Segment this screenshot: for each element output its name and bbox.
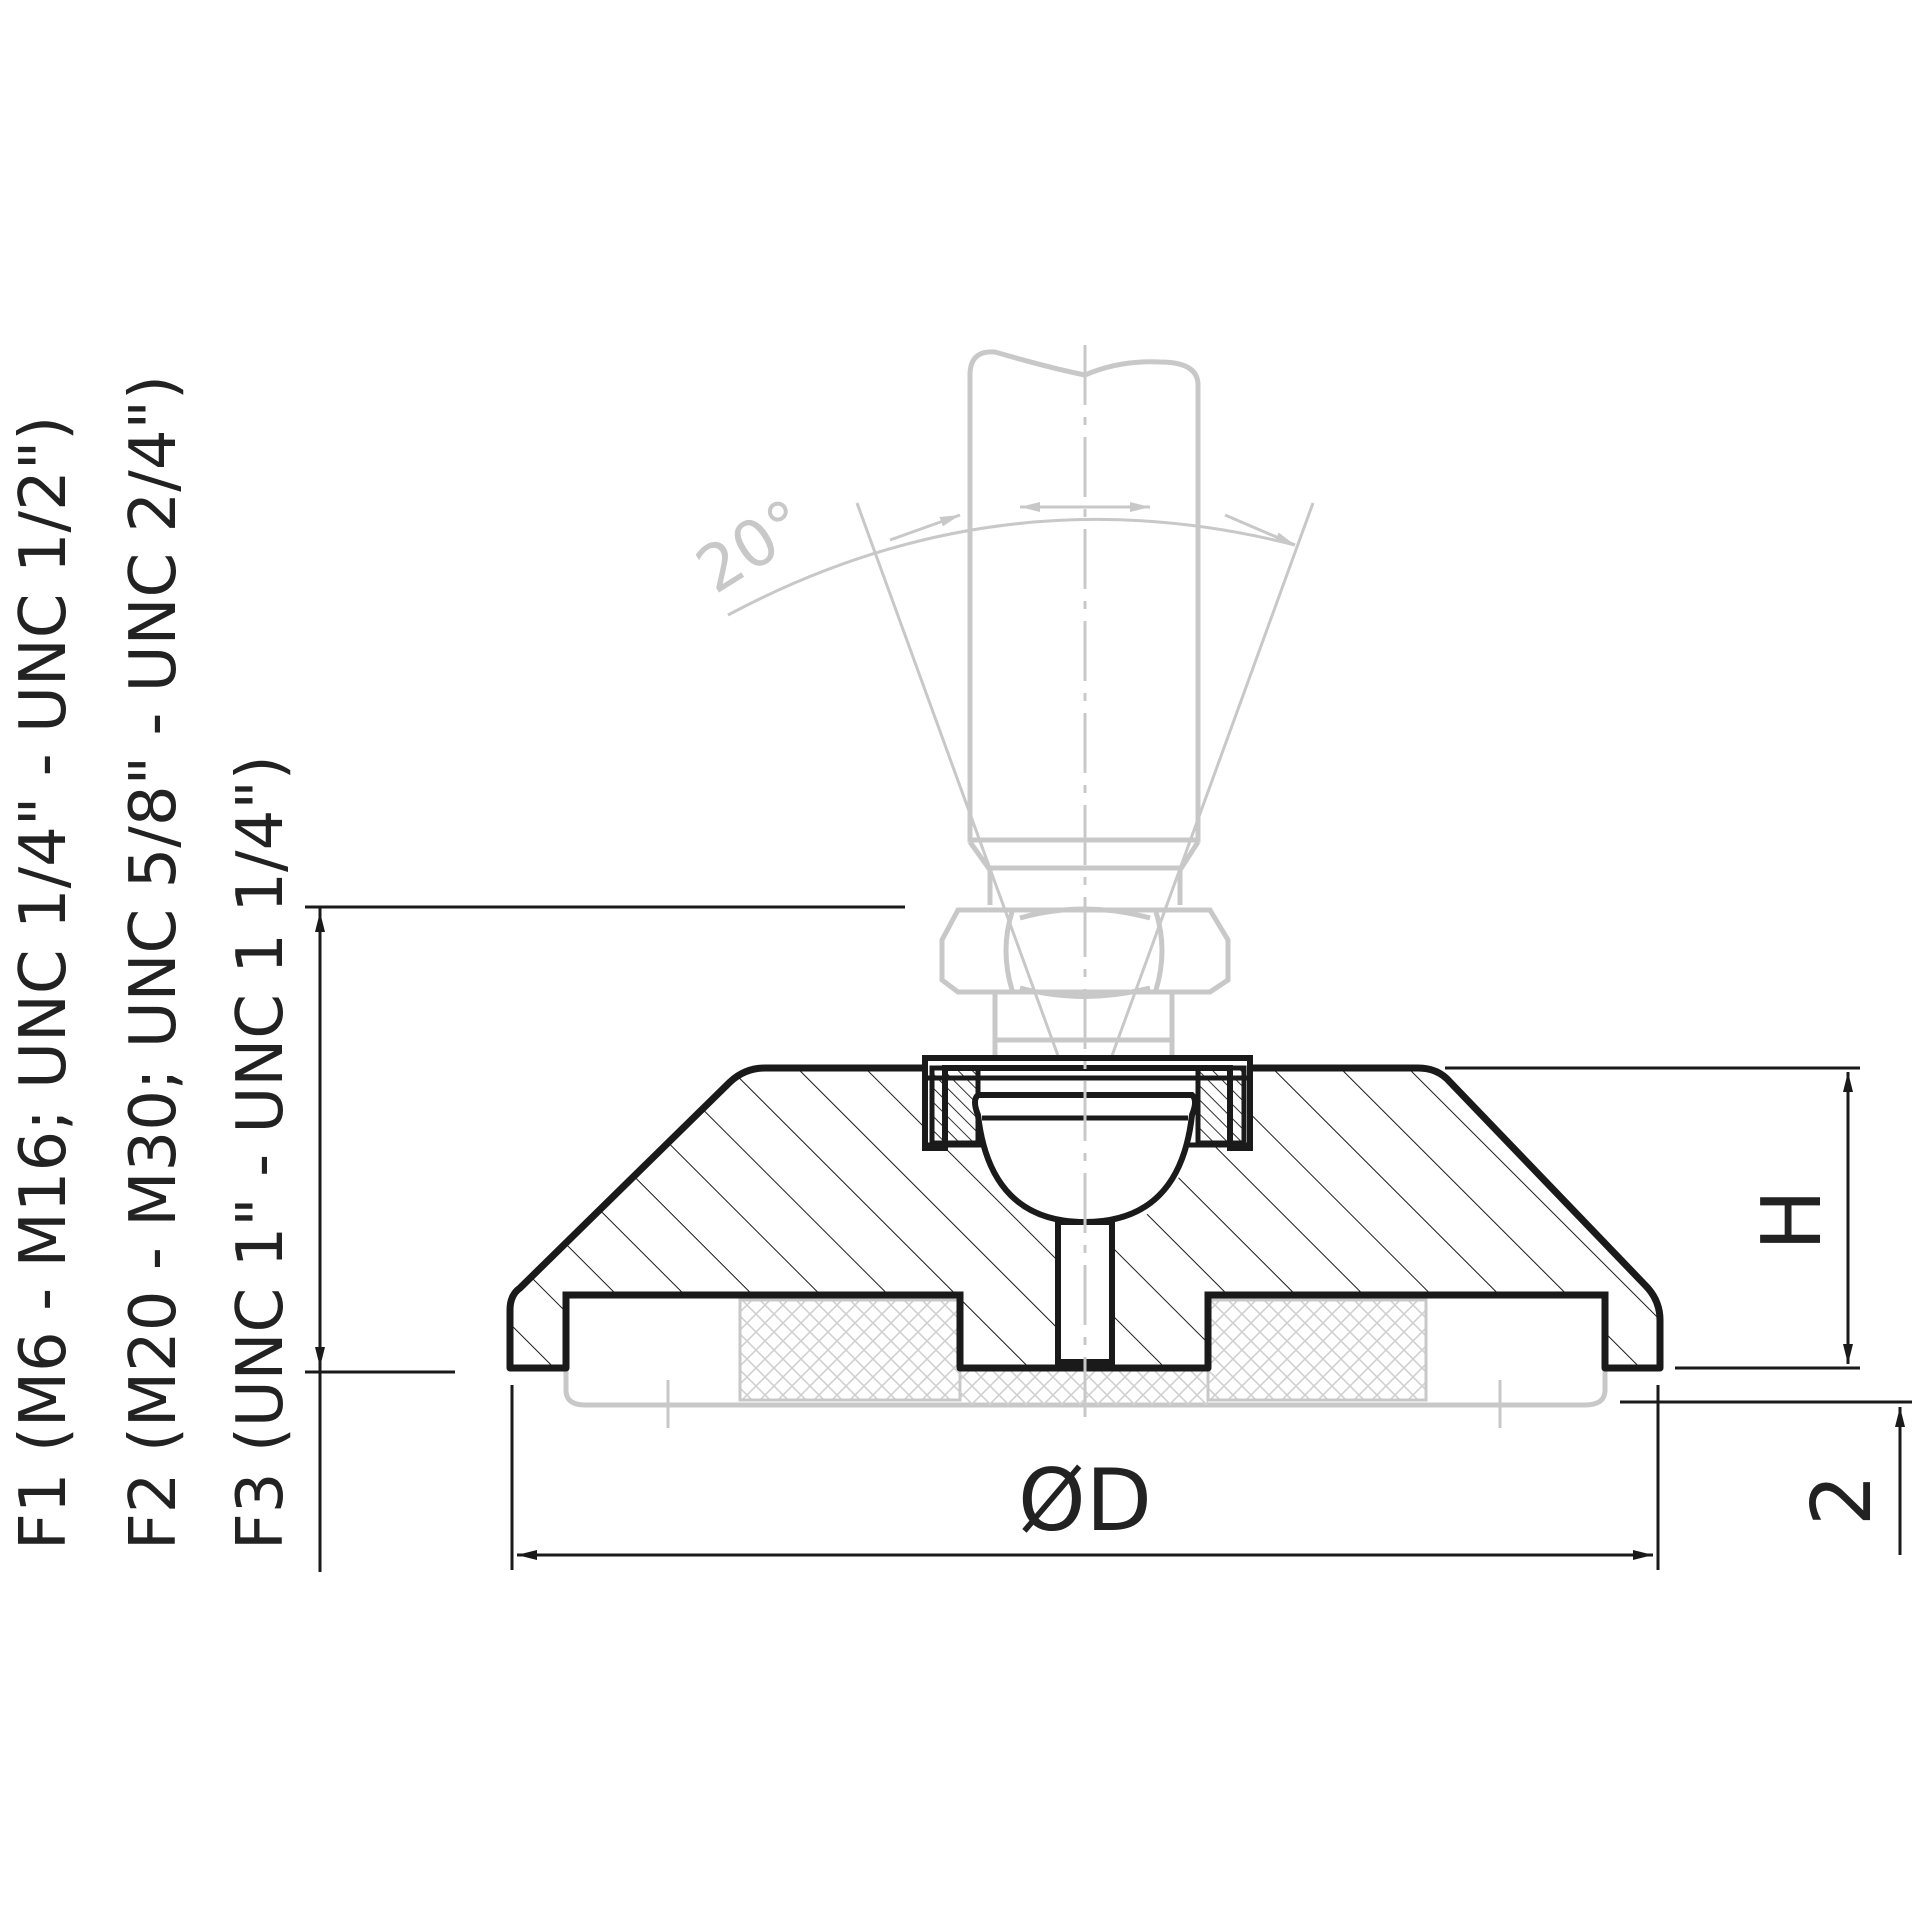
tilt-angle-indicator bbox=[727, 502, 1315, 1131]
thread-label-f3: F3 (UNC 1" - UNC 1 1/4") bbox=[224, 755, 298, 1550]
pad-crosshatch bbox=[738, 1298, 1428, 1405]
dimension-thread-height bbox=[305, 905, 905, 1572]
diameter-label: ØD bbox=[1018, 1451, 1152, 1551]
dimension-diameter bbox=[510, 1385, 1660, 1570]
dimension-pad bbox=[1620, 1400, 1912, 1555]
angle-label: 20° bbox=[684, 486, 819, 609]
hex-nut bbox=[939, 907, 1231, 995]
thread-label-f1: F1 (M6 - M16; UNC 1/4" - UNC 1/2") bbox=[7, 416, 81, 1550]
thread-spec-labels: F1 (M6 - M16; UNC 1/4" - UNC 1/2") F2 (M… bbox=[7, 375, 298, 1550]
height-label: H bbox=[1745, 1189, 1840, 1251]
pad-label: 2 bbox=[1795, 1474, 1890, 1526]
thread-label-f2: F2 (M20 - M30; UNC 5/8" - UNC 2/4") bbox=[117, 375, 191, 1550]
dimension-height bbox=[1445, 1066, 1860, 1370]
